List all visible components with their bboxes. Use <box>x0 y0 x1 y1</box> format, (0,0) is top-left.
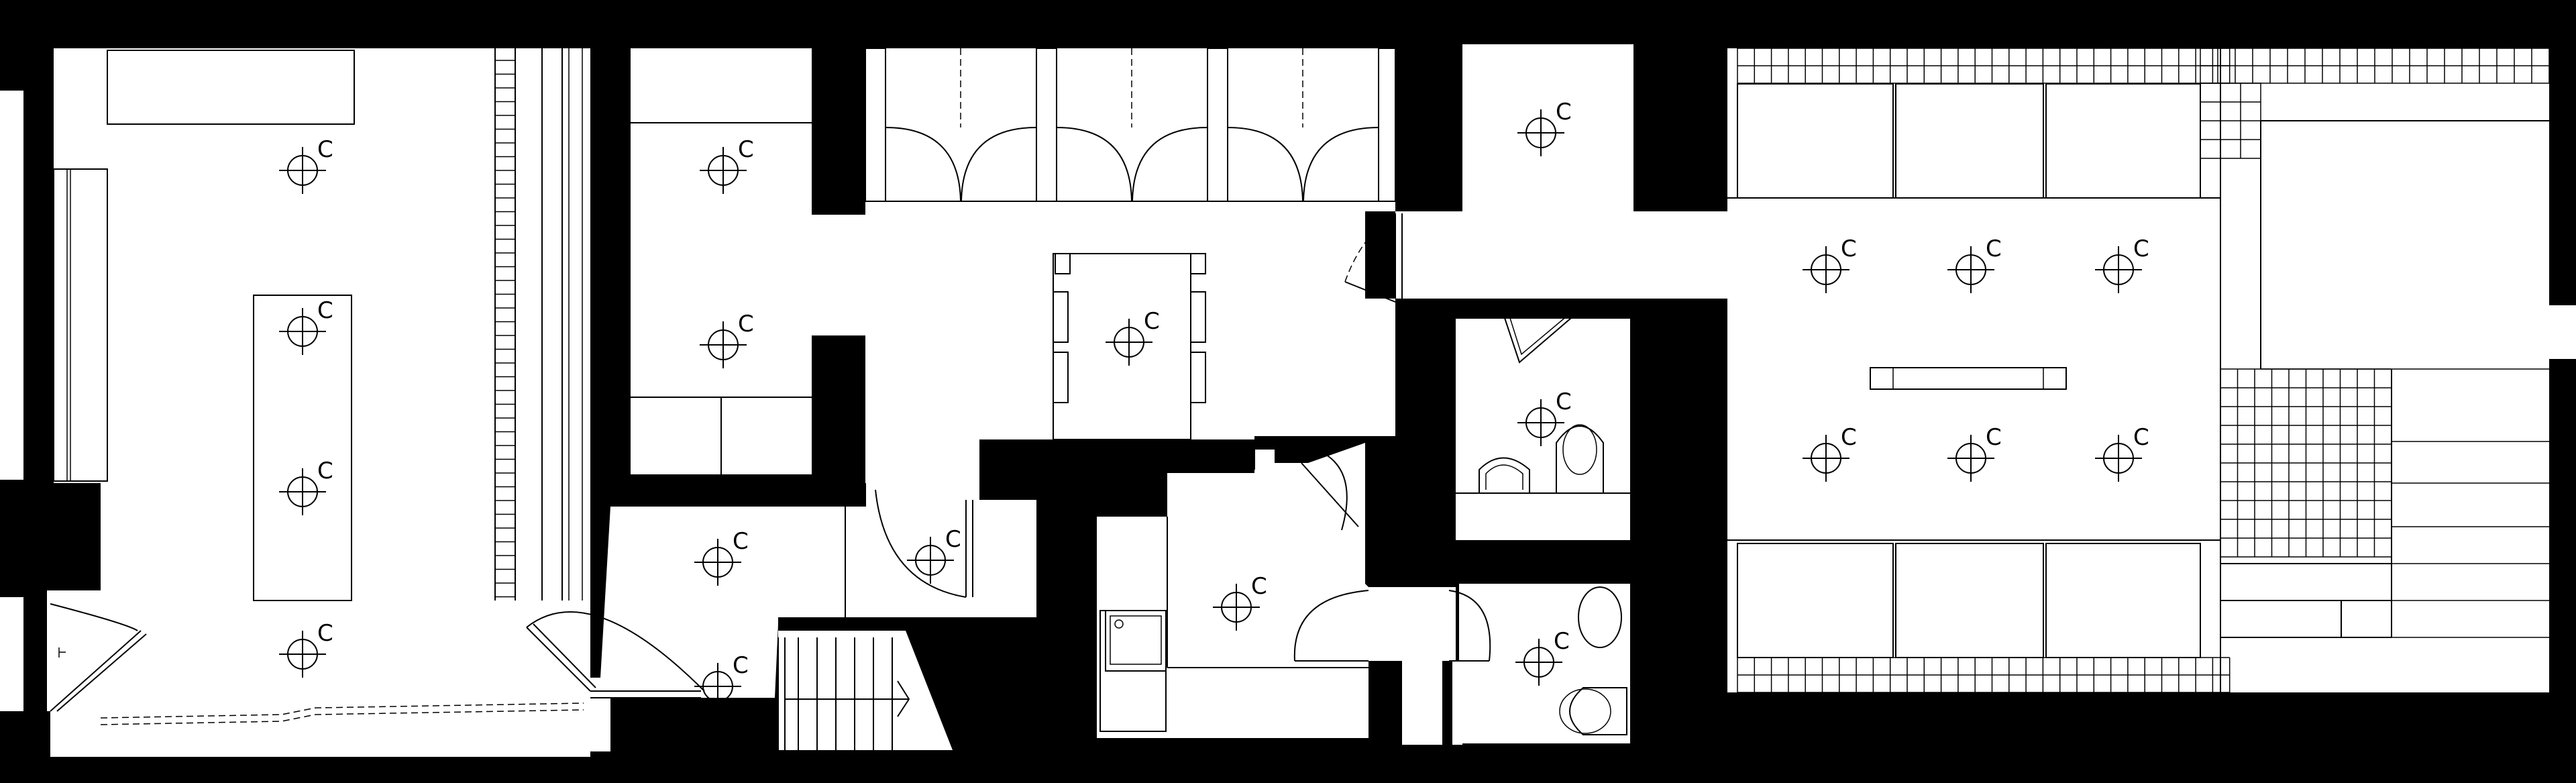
fixture-label: C <box>1841 236 1857 262</box>
landing-door-opening <box>590 678 610 751</box>
light-fixture-17: C <box>907 526 961 584</box>
entry-door-leaf <box>50 630 142 712</box>
front-room-details <box>50 48 705 725</box>
light-fixture-7: C <box>1106 308 1160 366</box>
kitchen-link <box>1365 587 1456 661</box>
fixture-label: C <box>317 458 333 484</box>
bathroom-1-details <box>1456 301 1630 494</box>
basin-1 <box>1479 457 1530 493</box>
front-opening-bottom <box>0 597 23 711</box>
fixture-label: C <box>733 652 749 679</box>
fixture-label: C <box>945 526 961 553</box>
light-fixture-13: C <box>1803 424 1857 482</box>
storage-details <box>631 122 812 474</box>
ladder-rungs <box>495 60 515 598</box>
right-hall-entry <box>1724 211 1731 299</box>
light-fixture-15: C <box>2095 424 2149 482</box>
toilet-2 <box>1569 687 1627 735</box>
hall-door-swing <box>1344 214 1396 282</box>
threshold-dashed-line <box>100 702 584 719</box>
room-stair <box>778 631 953 750</box>
light-fixture-12: C <box>2095 236 2149 293</box>
fixture-label: C <box>317 620 333 647</box>
window-frame-left <box>53 168 108 482</box>
window-bench <box>107 50 355 125</box>
light-fixture-14: C <box>1947 424 2002 482</box>
room-upper-hall <box>1462 44 1633 212</box>
room-front-window-bay <box>54 168 107 483</box>
fixture-label: C <box>317 136 333 163</box>
wardrobe-details <box>865 48 1403 440</box>
room-bathroom-2 <box>1459 584 1630 743</box>
tile-grids <box>1737 48 2550 693</box>
kitchen-door-leaf <box>1301 462 1359 527</box>
fixture-label: C <box>738 136 754 163</box>
bathroom-2-details <box>1559 586 1627 735</box>
light-fixture-3: C <box>279 458 333 515</box>
landing-door-swing <box>526 611 705 692</box>
fixture-label: C <box>1841 424 1857 451</box>
fixture-label: C <box>1986 424 2002 451</box>
fixture-label: C <box>1556 99 1572 125</box>
room-kitchen <box>1097 443 1368 738</box>
fixture-label: C <box>1251 573 1267 600</box>
fixture-label: C <box>733 528 749 555</box>
rooms <box>0 44 2576 757</box>
corridor-slot-1 <box>1402 661 1442 745</box>
light-fixture-16: C <box>694 528 749 586</box>
light-fixture-11: C <box>1947 236 2002 293</box>
fixture-label: C <box>1554 628 1570 655</box>
right-edge-opening <box>2546 305 2576 359</box>
entry-door-swing <box>50 603 138 631</box>
stair-ladder-shelving <box>494 48 583 601</box>
island-counter <box>253 295 352 601</box>
room-front-entry <box>47 590 121 711</box>
hall-opening-right <box>1687 211 1727 299</box>
front-opening-top <box>0 91 23 480</box>
fixture-label: C <box>2133 236 2149 262</box>
corridor-door-swing-1 <box>1293 590 1369 662</box>
fixture-label: C <box>317 297 333 324</box>
light-fixture-4: C <box>279 620 333 678</box>
dining-table <box>1053 253 1191 440</box>
fixture-label: C <box>2133 424 2149 451</box>
light-fixture-6: C <box>700 311 754 368</box>
kitchen-details <box>1099 441 1491 732</box>
toilet-1 <box>1556 425 1604 493</box>
light-fixture-5: C <box>700 136 754 194</box>
central-bench <box>1870 367 2067 390</box>
fixture-label: C <box>738 311 754 337</box>
light-fixture-8: C <box>1517 99 1572 156</box>
light-fixture-18: C <box>694 652 749 710</box>
hall-lower <box>1446 211 1633 299</box>
room-dining <box>812 48 1395 483</box>
room-landing <box>590 483 1036 698</box>
light-fixture-9: C <box>1517 388 1572 446</box>
light-fixtures: C C C C C C C C C C C C C C C C C C C C <box>279 99 2149 710</box>
landing-details <box>778 483 973 630</box>
stair-treads <box>798 637 893 750</box>
kitchen-sink <box>1110 615 1162 665</box>
light-fixture-2: C <box>279 297 333 355</box>
room-right-hall <box>1727 48 2549 692</box>
light-fixture-1: C <box>279 136 333 194</box>
light-fixture-10: C <box>1803 236 1857 293</box>
light-fixture-19: C <box>1213 573 1267 631</box>
fixture-label: C <box>1556 388 1572 415</box>
room-bathroom-1 <box>1456 319 1630 540</box>
basin-2 <box>1578 586 1622 648</box>
fixture-label: C <box>1144 308 1160 335</box>
staircase <box>777 637 910 750</box>
corridor-door-swing-2 <box>1448 590 1491 662</box>
light-fixture-20: C <box>1515 628 1570 686</box>
room-front-main <box>101 48 590 757</box>
corner-shower <box>1498 301 1592 364</box>
right-hall-details <box>1727 48 2550 693</box>
fixture-label: C <box>1986 236 2002 262</box>
landing-inner-door-swing <box>875 489 967 598</box>
